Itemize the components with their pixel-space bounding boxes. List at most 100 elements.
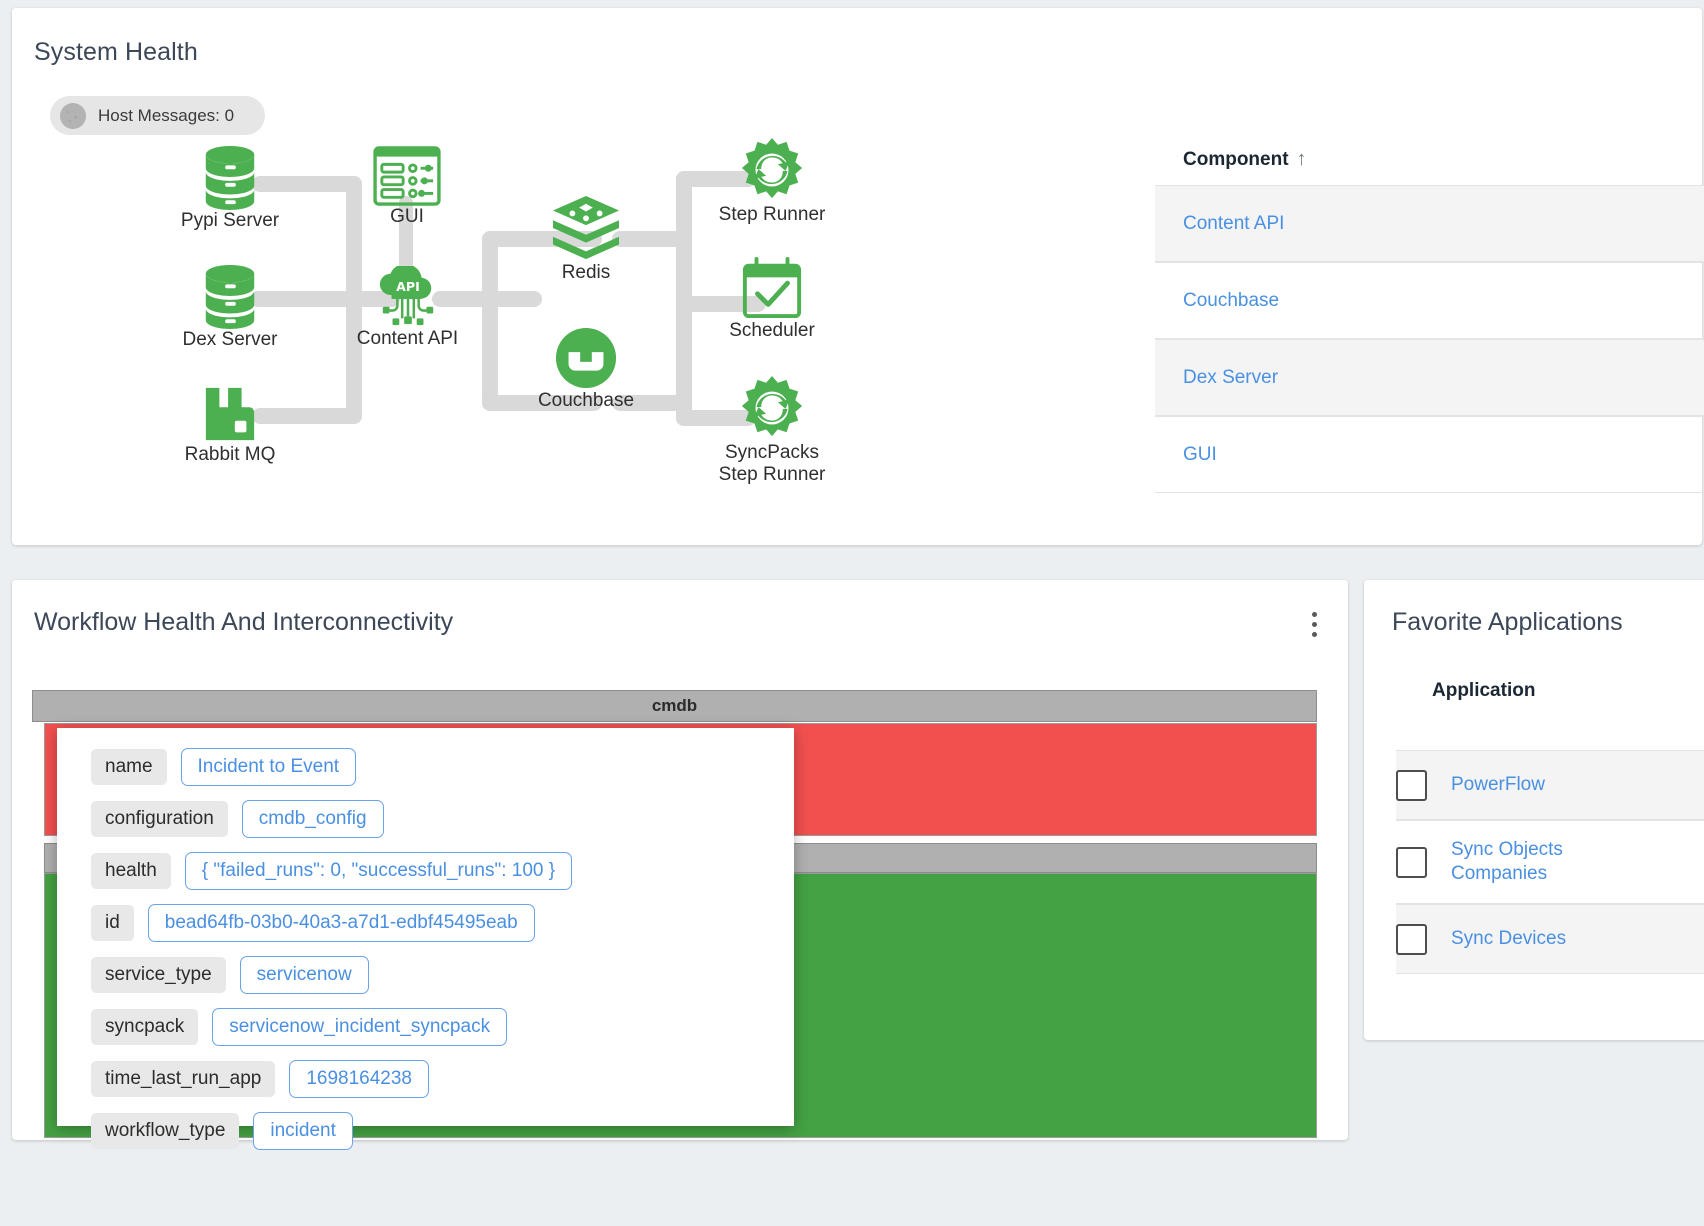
component-link[interactable]: Couchbase: [1183, 289, 1280, 311]
tooltip-value[interactable]: bead64fb-03b0-40a3-a7d1-edbf45495eab: [147, 904, 535, 942]
system-health-diagram: Pypi Server: [12, 136, 1112, 536]
tooltip-key: id: [91, 905, 134, 941]
calendar-check-icon: [742, 257, 802, 319]
rabbit-icon: [205, 387, 255, 441]
application-link[interactable]: PowerFlow: [1451, 774, 1545, 796]
tooltip-row: name Incident to Event: [91, 748, 794, 786]
tooltip-row: health { "failed_runs": 0, "successful_r…: [91, 852, 794, 890]
workflow-health-title: Workflow Health And Interconnectivity: [34, 608, 454, 636]
gear-refresh-icon: [741, 375, 803, 437]
pipe-pypi-v: [346, 176, 362, 306]
tooltip-value[interactable]: servicenow_incident_syncpack: [212, 1008, 508, 1046]
node-redis[interactable]: Redis: [530, 194, 642, 284]
list-item[interactable]: Sync Objects Companies: [1396, 820, 1704, 904]
tooltip-row: id bead64fb-03b0-40a3-a7d1-edbf45495eab: [91, 904, 794, 942]
sort-ascending-icon: ↑: [1296, 148, 1307, 170]
node-couchbase[interactable]: Couchbase: [530, 326, 642, 412]
kebab-dot: [1312, 632, 1317, 637]
gear-refresh-icon: [741, 137, 803, 199]
couchbase-circle-icon: [555, 327, 617, 389]
component-link[interactable]: Dex Server: [1183, 366, 1279, 388]
component-table: Component ↑ Content API Couchbase Dex Se…: [1155, 148, 1704, 493]
pipe-api-couch: [482, 395, 602, 411]
node-content-api[interactable]: API Content API: [345, 266, 470, 350]
tooltip-key: service_type: [91, 957, 226, 993]
checkbox-icon[interactable]: [1396, 923, 1427, 955]
treemap-group-header[interactable]: cmdb: [32, 690, 1317, 722]
tooltip-value[interactable]: cmdb_config: [241, 800, 384, 838]
node-syncpacks-step-runner[interactable]: SyncPacks Step Runner: [697, 374, 847, 487]
tooltip-value[interactable]: { "failed_runs": 0, "successful_runs": 1…: [184, 852, 573, 890]
tooltip-key: name: [91, 749, 167, 785]
node-rabbit-mq[interactable]: Rabbit MQ: [172, 384, 288, 466]
application-link[interactable]: Sync Devices: [1451, 928, 1567, 950]
node-label-line1: SyncPacks: [725, 442, 819, 463]
tooltip-row: time_last_run_app 1698164238: [91, 1060, 794, 1098]
component-link[interactable]: Content API: [1183, 212, 1285, 234]
checkbox-icon[interactable]: [1396, 846, 1427, 878]
svg-text:API: API: [396, 279, 420, 294]
table-row[interactable]: Dex Server: [1155, 339, 1704, 416]
component-column-label: Component: [1183, 148, 1289, 170]
tooltip-value[interactable]: servicenow: [239, 956, 369, 994]
node-label: Pypi Server: [180, 210, 280, 231]
node-scheduler[interactable]: Scheduler: [707, 256, 837, 342]
pipe-rabbit-v: [346, 291, 362, 424]
database-icon: [205, 146, 255, 210]
node-label: Scheduler: [729, 320, 815, 341]
node-label-line2: Step Runner: [718, 464, 826, 486]
list-item[interactable]: PowerFlow: [1396, 750, 1704, 820]
node-label: Dex Server: [182, 329, 278, 350]
favorite-applications-card: Favorite Applications Application PowerF…: [1364, 580, 1704, 1040]
pipe-dex-h: [250, 291, 400, 307]
application-link-line2: Companies: [1451, 863, 1548, 884]
application-column-header: Application: [1432, 680, 1536, 701]
tooltip-row: service_type servicenow: [91, 956, 794, 994]
list-item[interactable]: Sync Devices: [1396, 904, 1704, 974]
node-dex-server[interactable]: Dex Server: [172, 263, 288, 351]
table-row[interactable]: Couchbase: [1155, 262, 1704, 339]
node-label: GUI: [390, 206, 424, 227]
tooltip-key: health: [91, 853, 171, 889]
checkbox-icon[interactable]: [1396, 769, 1427, 801]
host-messages-badge[interactable]: Host Messages: 0: [50, 96, 265, 135]
component-link[interactable]: GUI: [1183, 443, 1217, 465]
tooltip-row: configuration cmdb_config: [91, 800, 794, 838]
node-step-runner[interactable]: Step Runner: [707, 136, 837, 226]
node-pypi-server[interactable]: Pypi Server: [172, 144, 288, 232]
kebab-dot: [1312, 612, 1317, 617]
node-label: Redis: [561, 262, 611, 283]
database-icon: [205, 265, 255, 329]
tooltip-key: workflow_type: [91, 1113, 240, 1149]
api-cloud-icon: API: [379, 266, 433, 326]
dashboard-window-icon: [373, 146, 441, 206]
redis-stack-icon: [552, 195, 620, 260]
tooltip-value[interactable]: incident: [253, 1112, 353, 1150]
favorite-applications-title: Favorite Applications: [1392, 608, 1623, 636]
pipe-steprunner: [676, 171, 756, 187]
workflow-detail-tooltip: name Incident to Event configuration cmd…: [57, 728, 794, 1150]
kebab-menu-icon[interactable]: [1312, 612, 1318, 637]
application-link[interactable]: Sync Objects Companies: [1451, 838, 1563, 886]
node-label: Couchbase: [537, 390, 635, 411]
component-table-header[interactable]: Component ↑: [1155, 148, 1704, 185]
table-row[interactable]: Content API: [1155, 185, 1704, 262]
node-gui[interactable]: GUI: [357, 146, 457, 228]
system-health-title: System Health: [34, 38, 198, 66]
pipe-api-v: [482, 231, 498, 411]
pipe-rabbit-h: [252, 408, 362, 424]
tooltip-row: syncpack servicenow_incident_syncpack: [91, 1008, 794, 1046]
node-label: Rabbit MQ: [184, 444, 276, 465]
node-label: Content API: [356, 328, 459, 349]
tooltip-value[interactable]: 1698164238: [289, 1060, 429, 1098]
tooltip-key: time_last_run_app: [91, 1061, 276, 1097]
status-dot-icon: [60, 102, 86, 129]
tooltip-value[interactable]: Incident to Event: [180, 748, 357, 786]
tooltip-row: workflow_type incident: [91, 1112, 794, 1150]
host-messages-label: Host Messages: 0: [98, 105, 235, 125]
tooltip-key: syncpack: [91, 1009, 199, 1045]
table-row[interactable]: GUI: [1155, 416, 1704, 493]
pipe-pypi-h: [252, 176, 362, 192]
kebab-dot: [1312, 622, 1317, 627]
